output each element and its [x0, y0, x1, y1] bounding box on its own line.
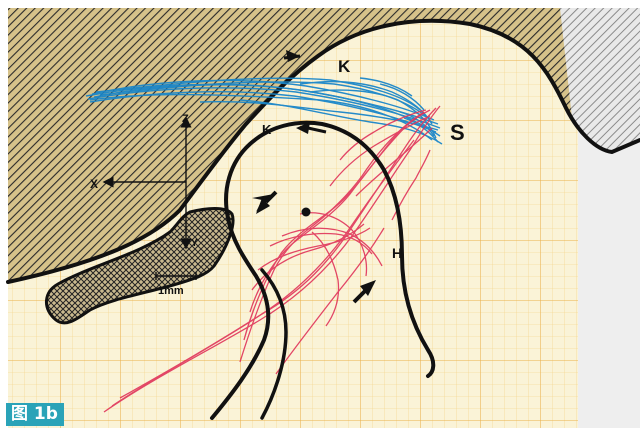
figure-badge: 图 1b [6, 403, 64, 426]
label-scale: 1mm [158, 285, 184, 297]
label-k-mid: K [262, 122, 272, 137]
label-axis-y: Y [191, 238, 198, 249]
label-axis-z: Z [182, 113, 189, 125]
label-axis-x: X [90, 177, 98, 191]
label-k-top: K [338, 57, 351, 76]
label-s: S [450, 120, 465, 145]
condyle-center-point [302, 208, 311, 217]
label-h: H [392, 245, 402, 261]
